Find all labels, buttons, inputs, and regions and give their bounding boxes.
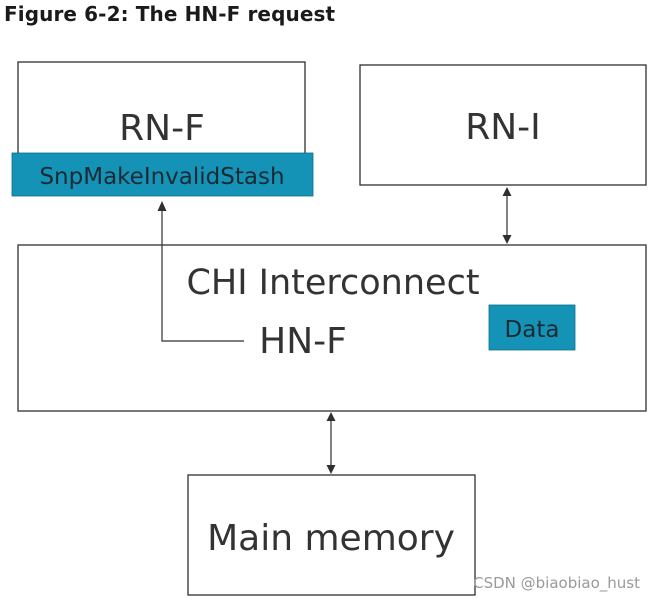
up-arrowhead-icon (502, 187, 512, 196)
snoop-path-arrow (157, 201, 244, 342)
interconnect-label: CHI Interconnect (186, 263, 479, 303)
rn-i-interconnect-arrow (502, 187, 512, 244)
interconnect-memory-arrow (326, 412, 336, 474)
rn-i-node: RN-I (359, 64, 647, 186)
main-memory-label: Main memory (207, 518, 455, 559)
main-memory-node: Main memory (187, 474, 476, 596)
rn-f-label: RN-F (119, 108, 205, 149)
hn-f-label: HN-F (259, 321, 347, 362)
rn-i-label: RN-I (465, 107, 541, 148)
up-arrowhead-icon (326, 412, 336, 421)
down-arrowhead-icon (326, 465, 336, 474)
snoop-request-tag: SnpMakeInvalidStash (11, 152, 314, 197)
snoop-request-label: SnpMakeInvalidStash (39, 164, 284, 190)
snoop-arrowhead-icon (157, 201, 167, 211)
figure-caption: Figure 6-2: The HN-F request (4, 2, 336, 26)
data-tag-label: Data (505, 317, 560, 343)
data-tag: Data (488, 304, 576, 351)
watermark: CSDN @biaobiao_hust (473, 574, 640, 592)
down-arrowhead-icon (502, 235, 512, 244)
